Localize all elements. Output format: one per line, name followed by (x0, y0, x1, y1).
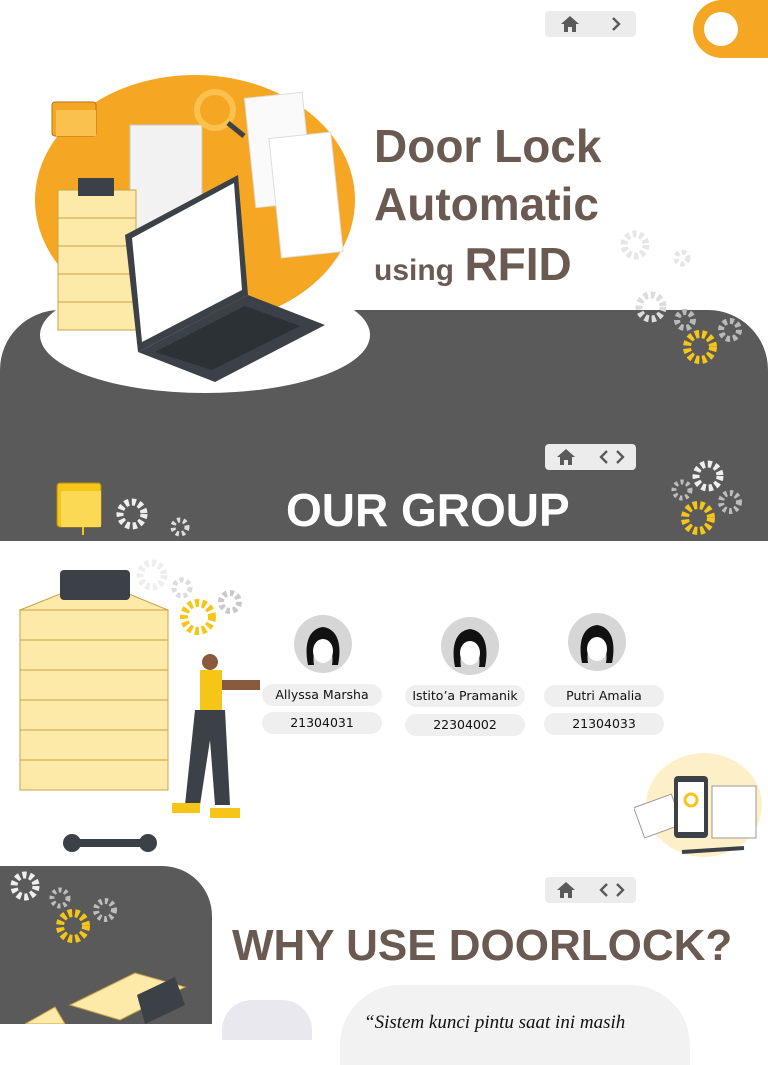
member-avatar (568, 613, 626, 671)
gray-shape-partial (222, 1000, 312, 1040)
ring-decoration (704, 12, 738, 46)
member-avatar (441, 617, 499, 675)
member-id: 21304031 (262, 712, 382, 734)
slide-nav-1[interactable] (545, 11, 636, 37)
member-name: Allyssa Marsha (262, 684, 382, 706)
chevron-right-icon[interactable] (611, 17, 621, 31)
member-id: 22304002 (405, 714, 525, 736)
home-icon[interactable] (556, 448, 576, 466)
title-rfid: RFID (464, 238, 572, 290)
title-line-3: using RFID (374, 238, 572, 302)
title-line-2: Automatic (374, 178, 599, 230)
title-line-1: Door Lock (374, 120, 602, 172)
member-id: 21304033 (544, 713, 664, 735)
rack-illustration-partial (25, 965, 205, 1024)
home-icon[interactable] (556, 881, 576, 899)
folder-icon (55, 475, 105, 535)
slide-nav-3[interactable] (545, 877, 636, 903)
why-heading: WHY USE DOORLOCK? (232, 921, 733, 970)
gears-decoration (615, 225, 745, 370)
member-name: Putri Amalia (544, 685, 664, 707)
quote-text: “Sistem kunci pintu saat ini masih (364, 1012, 626, 1033)
gears-decoration (668, 458, 748, 543)
member-name: Istito’a Pramanik (405, 685, 525, 707)
hero-illustration (30, 70, 370, 400)
gears-decoration (5, 868, 125, 948)
group-heading: OUR GROUP (286, 484, 570, 536)
member-avatar (294, 615, 352, 673)
phone-clipboard-illustration (634, 750, 764, 860)
code-arrows-icon[interactable] (599, 883, 625, 897)
gears-decoration (110, 492, 200, 542)
home-icon[interactable] (560, 15, 580, 33)
slide-nav-2[interactable] (545, 444, 636, 470)
server-worker-illustration (0, 550, 270, 860)
title-using: using (374, 254, 454, 287)
code-arrows-icon[interactable] (599, 450, 625, 464)
orange-tab-decoration (693, 0, 768, 58)
